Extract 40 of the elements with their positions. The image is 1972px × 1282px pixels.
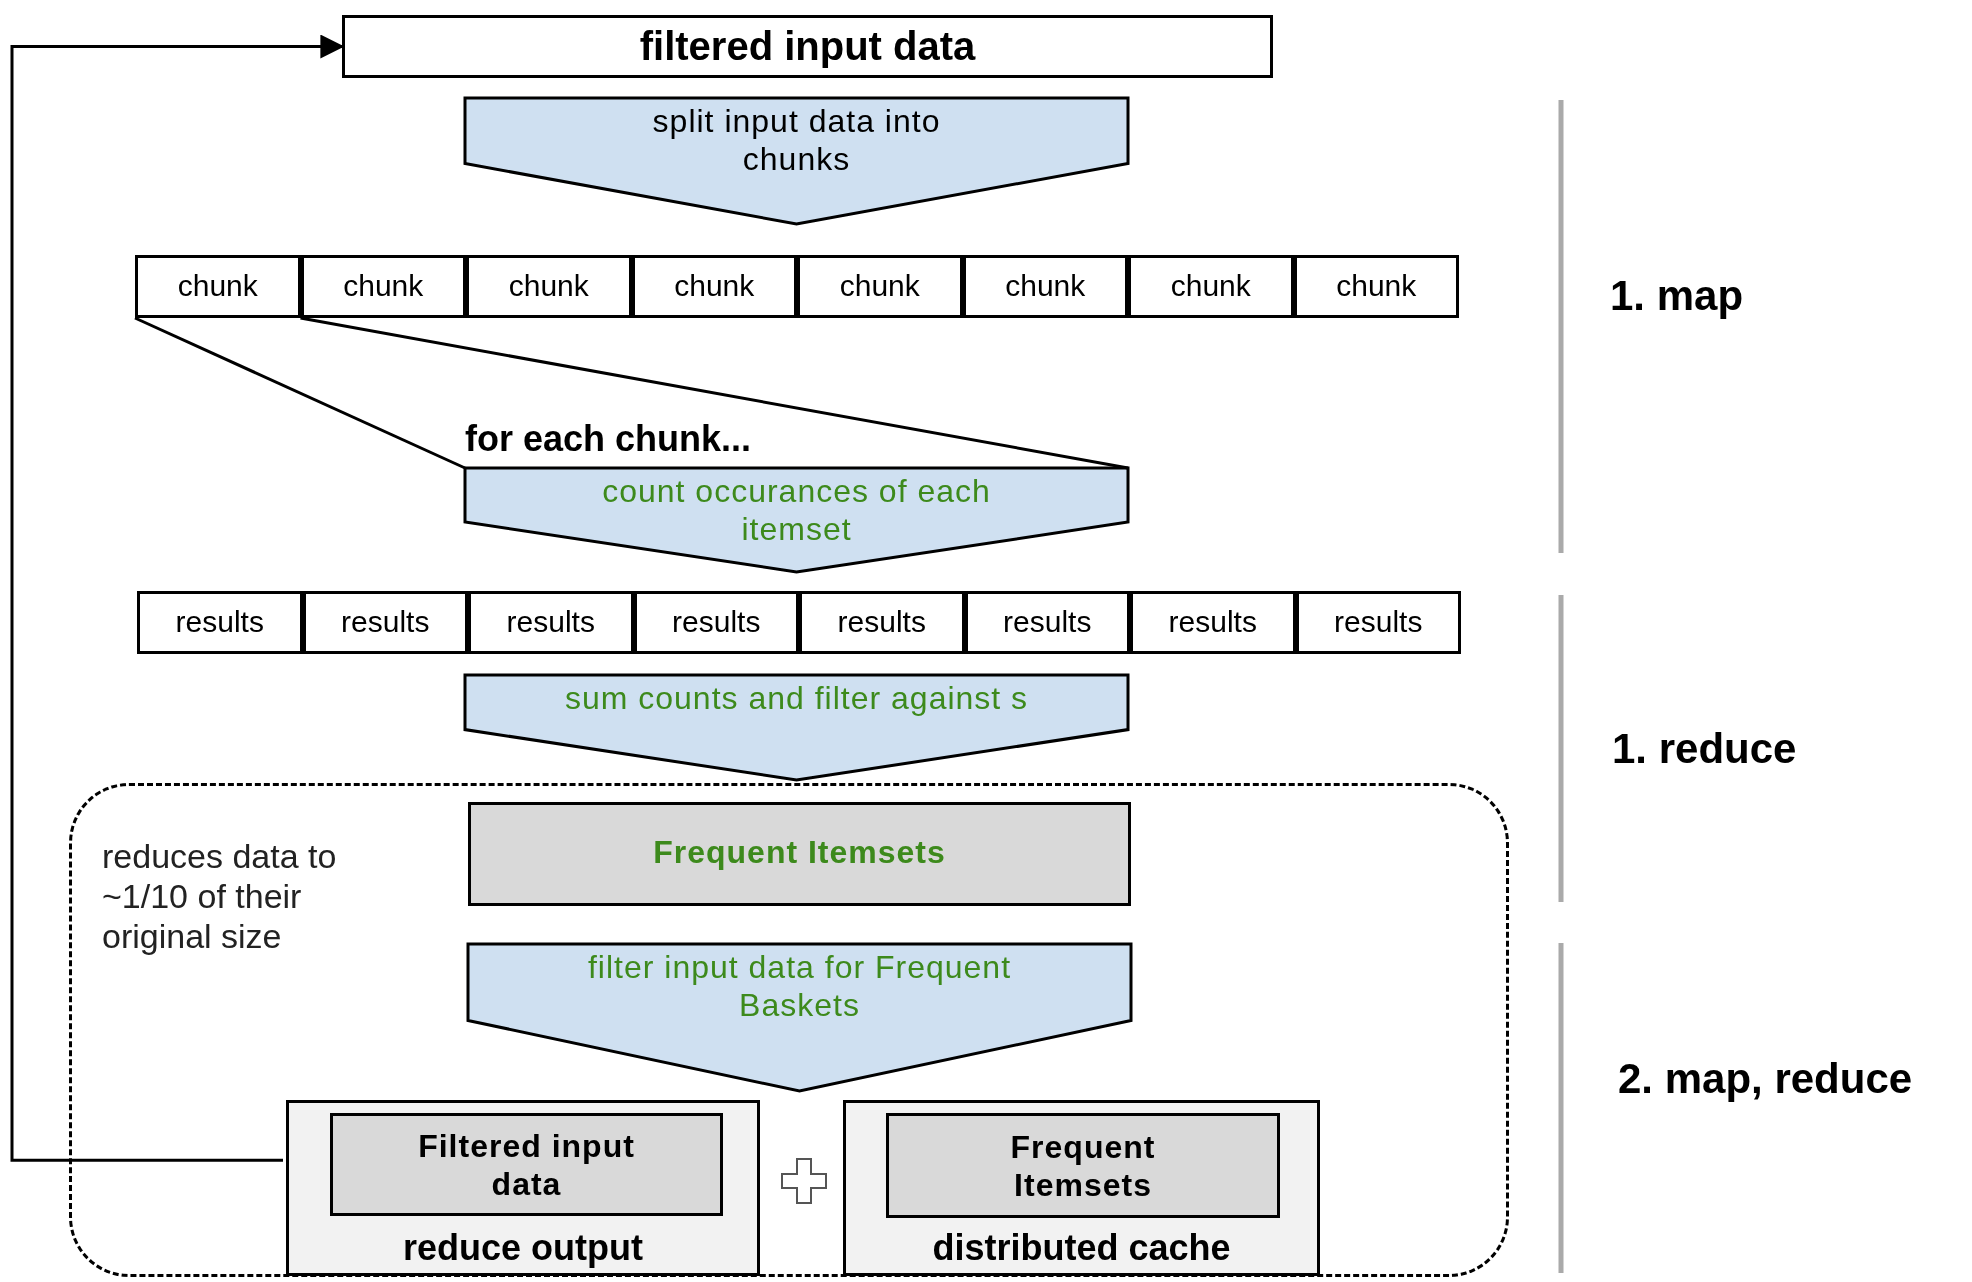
data-box: Frequent Itemsets [886, 1113, 1280, 1218]
data-cell: results [799, 591, 965, 654]
step-text: sum counts and filter against s [563, 679, 1030, 717]
data-cell: results [468, 591, 634, 654]
data-cell: chunk [631, 255, 797, 318]
data-cell: chunk [1128, 255, 1294, 318]
storage-panel [286, 1100, 760, 1276]
data-cell: results [302, 591, 468, 654]
data-cell: chunk [1293, 255, 1459, 318]
data-cell: results [137, 591, 303, 654]
step-text: count occurances of each itemset [601, 472, 992, 548]
data-cell: chunk [300, 255, 466, 318]
data-cell: results [1295, 591, 1461, 654]
magnify-line [134, 316, 466, 470]
data-cell: results [964, 591, 1130, 654]
magnify-line [300, 316, 1129, 470]
process-arrow-shape [465, 98, 1128, 224]
phase-label: 1. reduce [1612, 725, 1797, 773]
data-cell: chunk [466, 255, 632, 318]
phase-label: 2. map, reduce [1618, 1055, 1913, 1103]
data-cell: results [633, 591, 799, 654]
step-text: split input data into chunks [651, 102, 942, 178]
step-heading: for each chunk... [465, 418, 752, 460]
panel-caption: reduce output [402, 1227, 644, 1269]
phase-label: 1. map [1610, 272, 1744, 320]
data-cell: chunk [135, 255, 301, 318]
input-box: filtered input data [342, 15, 1273, 78]
dashed-region [69, 783, 1509, 1277]
process-arrow-shape [465, 675, 1128, 780]
data-cell: results [1130, 591, 1296, 654]
panel-caption: distributed cache [931, 1227, 1232, 1269]
storage-panel [843, 1100, 1320, 1276]
feedback-arrow [10, 34, 345, 1162]
data-cell: chunk [962, 255, 1128, 318]
data-cell: chunk [797, 255, 963, 318]
note-text: reduces data to ~1/10 of their original size [102, 836, 338, 956]
step-text: filter input data for Frequent Baskets [586, 948, 1013, 1024]
data-box: Filtered input data [330, 1113, 723, 1216]
process-arrow-shape [468, 944, 1131, 1091]
result-box: Frequent Itemsets [468, 802, 1131, 906]
